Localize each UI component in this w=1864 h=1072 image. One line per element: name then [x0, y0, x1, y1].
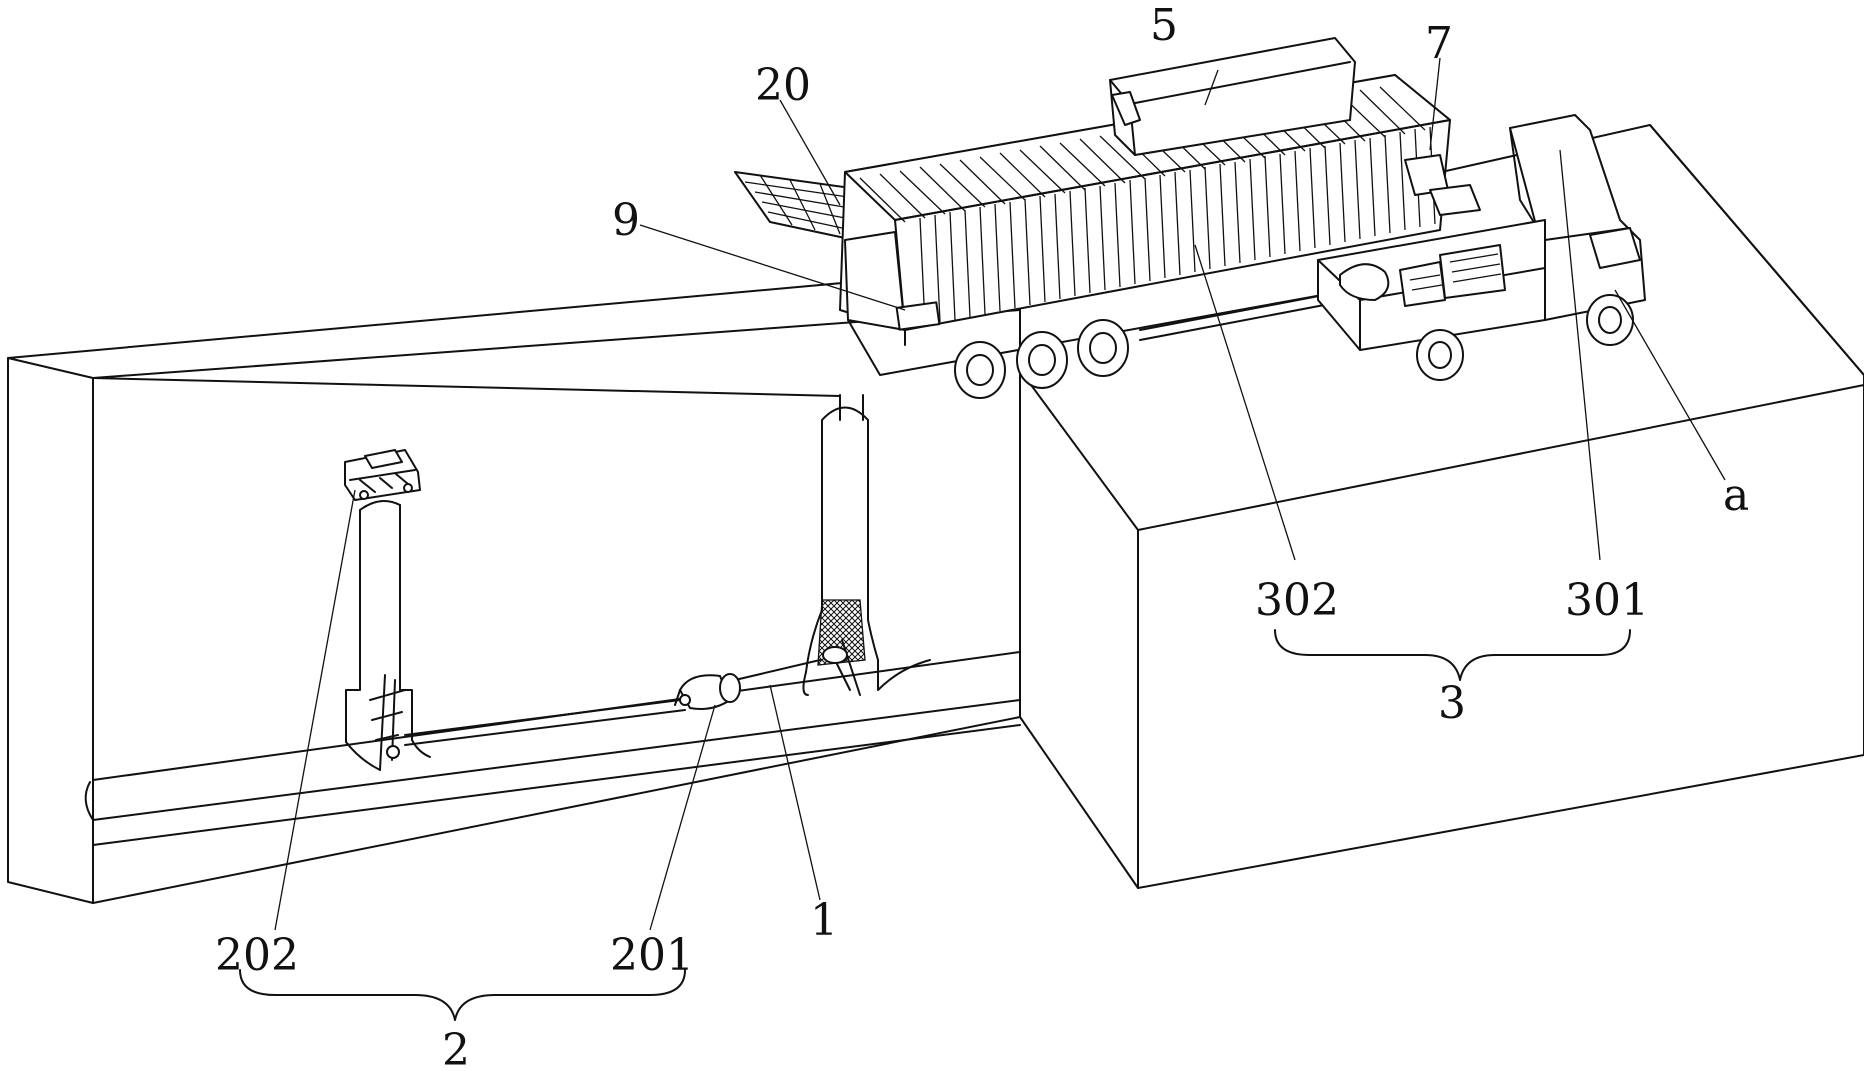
cable	[734, 659, 821, 681]
left-shaft-device	[369, 674, 406, 771]
label-9: 9	[612, 195, 640, 246]
leader-lines	[274, 57, 1726, 931]
labels: 5 7 20 9 302 301 3 a 202 201 1 2	[215, 0, 1749, 1072]
surface-crawler-202	[344, 449, 421, 501]
label-3: 3	[1438, 678, 1466, 729]
cable	[404, 699, 681, 736]
label-7: 7	[1425, 18, 1453, 69]
shaft-hatch	[817, 599, 866, 696]
pipe-robot-201	[674, 673, 741, 710]
label-5: 5	[1150, 0, 1178, 51]
cable	[404, 709, 686, 746]
label-a: a	[1723, 470, 1749, 521]
label-202: 202	[215, 930, 299, 981]
braces	[239, 629, 1631, 1021]
container-truck	[734, 37, 1481, 399]
label-20: 20	[755, 60, 811, 111]
trailer-wheels	[954, 319, 1129, 399]
label-2: 2	[442, 1025, 470, 1072]
pickup-truck	[1317, 114, 1646, 381]
label-301: 301	[1565, 575, 1649, 626]
label-1: 1	[810, 895, 838, 946]
label-201: 201	[610, 930, 694, 981]
label-302: 302	[1255, 575, 1339, 626]
right-ground-block	[1019, 124, 1864, 889]
